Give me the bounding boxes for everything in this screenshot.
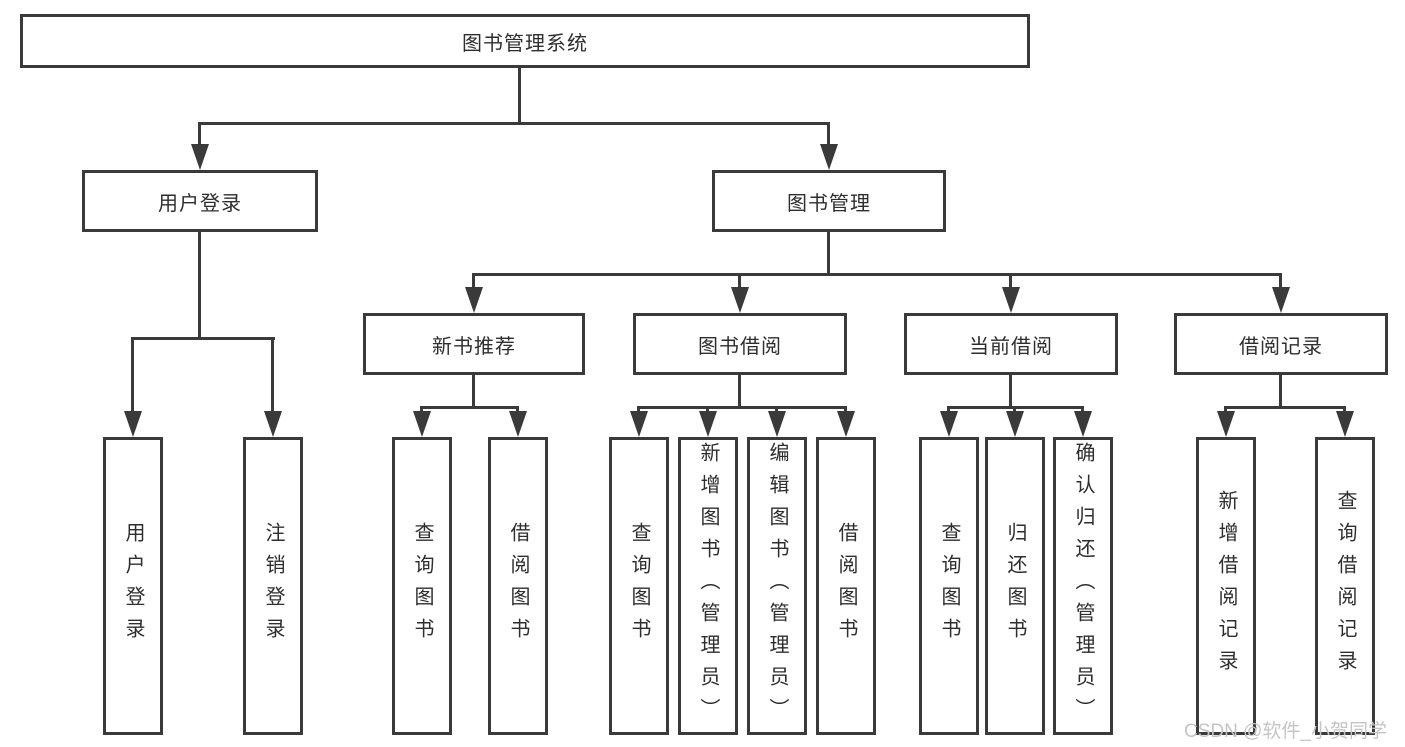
- arrowhead-to-leaf-query-record: [1336, 411, 1354, 437]
- node-current-borrowing-label: 当前借阅: [969, 335, 1053, 358]
- connector-book-borrowing-branch: [637, 406, 847, 409]
- arrowhead-to-leaf-logout: [264, 411, 282, 437]
- connector-current-borrowing-stem: [1009, 375, 1012, 407]
- arrowhead-to-leaf-query-books-1: [413, 411, 431, 437]
- arrowhead-to-book-management: [820, 144, 838, 170]
- leaf-logout-label: 注销登录: [262, 522, 284, 650]
- leaf-query-books-recommend: 查询图书: [392, 437, 452, 735]
- connector-to-leaf-confirm-return: [1081, 406, 1084, 415]
- connector-borrowing-records-branch: [1224, 406, 1346, 409]
- connector-to-leaf-edit-book: [775, 406, 778, 415]
- leaf-add-book-admin: 新增图书（管理员）: [678, 437, 738, 735]
- arrowhead-to-leaf-edit-book: [768, 411, 786, 437]
- connector-to-leaf-query-books-3: [947, 406, 950, 415]
- leaf-user-login-label: 用户登录: [122, 522, 144, 650]
- node-user-login: 用户登录: [82, 170, 318, 232]
- leaf-query-borrow-record: 查询借阅记录: [1315, 437, 1375, 735]
- leaf-confirm-return-admin: 确认归还（管理员）: [1053, 437, 1113, 735]
- connector-new-book-branch: [420, 406, 519, 409]
- connector-to-new-book-recommend: [472, 273, 475, 292]
- connector-root-branch: [198, 122, 830, 125]
- node-library-management-system: 图书管理系统: [20, 14, 1030, 68]
- node-book-borrowing: 图书借阅: [633, 313, 847, 375]
- node-user-login-label: 用户登录: [158, 192, 242, 215]
- connector-book-management-stem: [827, 232, 830, 273]
- leaf-user-login: 用户登录: [103, 437, 163, 735]
- leaf-return-book-label: 归还图书: [1004, 522, 1026, 650]
- connector-book-borrowing-stem: [738, 375, 741, 407]
- leaf-borrow-books-recommend: 借阅图书: [488, 437, 548, 735]
- leaf-query-books-borrowing-label: 查询图书: [628, 522, 650, 650]
- connector-to-leaf-add-record: [1224, 406, 1227, 415]
- arrowhead-to-leaf-confirm-return: [1074, 411, 1092, 437]
- arrowhead-to-leaf-borrow-books-2: [837, 411, 855, 437]
- leaf-query-books-current: 查询图书: [919, 437, 979, 735]
- connector-new-book-stem: [472, 375, 475, 407]
- arrowhead-to-current-borrowing: [1002, 287, 1020, 313]
- leaf-borrow-books-recommend-label: 借阅图书: [507, 522, 529, 650]
- arrowhead-to-leaf-add-record: [1217, 411, 1235, 437]
- connector-to-leaf-borrow-books-1: [516, 406, 519, 415]
- leaf-edit-book-admin-label: 编辑图书（管理员）: [766, 442, 788, 730]
- leaf-return-book: 归还图书: [985, 437, 1045, 735]
- arrowhead-to-leaf-login: [124, 411, 142, 437]
- connector-to-user-login: [198, 122, 201, 148]
- arrowhead-to-leaf-query-books-2: [630, 411, 648, 437]
- connector-to-book-management: [827, 122, 830, 148]
- connector-to-borrowing-records: [1279, 273, 1282, 292]
- leaf-borrow-books-borrowing: 借阅图书: [816, 437, 876, 735]
- csdn-watermark: CSDN @软件_小贺同学: [1184, 721, 1387, 742]
- leaf-query-books-current-label: 查询图书: [938, 522, 960, 650]
- leaf-query-borrow-record-label: 查询借阅记录: [1334, 490, 1356, 682]
- connector-to-leaf-query-books-2: [637, 406, 640, 415]
- connector-root-stem: [518, 68, 521, 122]
- leaf-add-book-admin-label: 新增图书（管理员）: [697, 442, 719, 730]
- node-borrowing-records: 借阅记录: [1174, 313, 1388, 375]
- connector-user-login-branch: [131, 337, 275, 340]
- leaf-add-borrow-record-label: 新增借阅记录: [1215, 490, 1237, 682]
- leaf-query-books-recommend-label: 查询图书: [411, 522, 433, 650]
- node-borrowing-records-label: 借阅记录: [1239, 335, 1323, 358]
- node-current-borrowing: 当前借阅: [904, 313, 1118, 375]
- connector-to-leaf-query-record: [1343, 406, 1346, 415]
- leaf-query-books-borrowing: 查询图书: [609, 437, 669, 735]
- node-book-management-label: 图书管理: [787, 192, 871, 215]
- node-new-book-recommend: 新书推荐: [363, 313, 585, 375]
- node-new-book-recommend-label: 新书推荐: [432, 335, 516, 358]
- connector-to-book-borrowing: [738, 273, 741, 292]
- node-book-management: 图书管理: [712, 170, 946, 232]
- leaf-confirm-return-admin-label: 确认归还（管理员）: [1072, 442, 1094, 730]
- arrowhead-to-new-book-recommend: [465, 287, 483, 313]
- connector-to-leaf-borrow-books-2: [844, 406, 847, 415]
- connector-to-leaf-return-book: [1013, 406, 1016, 415]
- connector-borrowing-records-stem: [1279, 375, 1282, 407]
- connector-to-leaf-login: [131, 337, 134, 415]
- node-library-management-system-label: 图书管理系统: [462, 32, 588, 55]
- connector-to-current-borrowing: [1009, 273, 1012, 292]
- leaf-logout: 注销登录: [243, 437, 303, 735]
- connector-to-leaf-add-book: [706, 406, 709, 415]
- connector-book-management-branch: [472, 273, 1282, 276]
- arrowhead-to-user-login: [191, 144, 209, 170]
- arrowhead-to-leaf-add-book: [699, 411, 717, 437]
- connector-user-login-stem: [198, 232, 201, 337]
- arrowhead-to-leaf-borrow-books-1: [509, 411, 527, 437]
- connector-to-leaf-logout: [271, 337, 274, 415]
- connector-to-leaf-query-books-1: [420, 406, 423, 415]
- arrowhead-to-leaf-return-book: [1006, 411, 1024, 437]
- arrowhead-to-borrowing-records: [1272, 287, 1290, 313]
- leaf-borrow-books-borrowing-label: 借阅图书: [835, 522, 857, 650]
- leaf-add-borrow-record: 新增借阅记录: [1196, 437, 1256, 735]
- leaf-edit-book-admin: 编辑图书（管理员）: [747, 437, 807, 735]
- node-book-borrowing-label: 图书借阅: [698, 335, 782, 358]
- arrowhead-to-leaf-query-books-3: [940, 411, 958, 437]
- arrowhead-to-book-borrowing: [731, 287, 749, 313]
